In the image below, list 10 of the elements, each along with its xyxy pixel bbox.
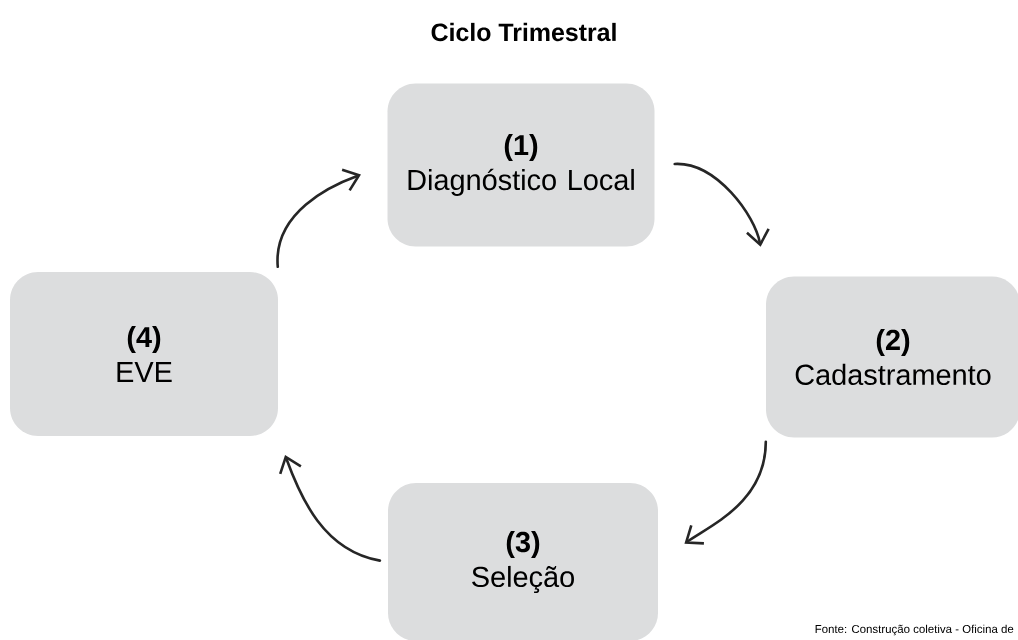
curved-arrow [684, 440, 768, 545]
process-box: (1) Diagnóstico Local [387, 83, 655, 247]
curved-arrow [673, 162, 770, 247]
curved-arrow [276, 168, 361, 269]
process-box: (2) Cadastramento [766, 276, 1018, 438]
curved-arrow [279, 455, 382, 562]
title: Ciclo Trimestral [431, 22, 616, 42]
process-box: (4) EVE [10, 272, 278, 436]
process-box: (3) Seleção [388, 483, 658, 640]
source-note: Fonte: Construção coletiva - Oficina de [815, 624, 1014, 636]
